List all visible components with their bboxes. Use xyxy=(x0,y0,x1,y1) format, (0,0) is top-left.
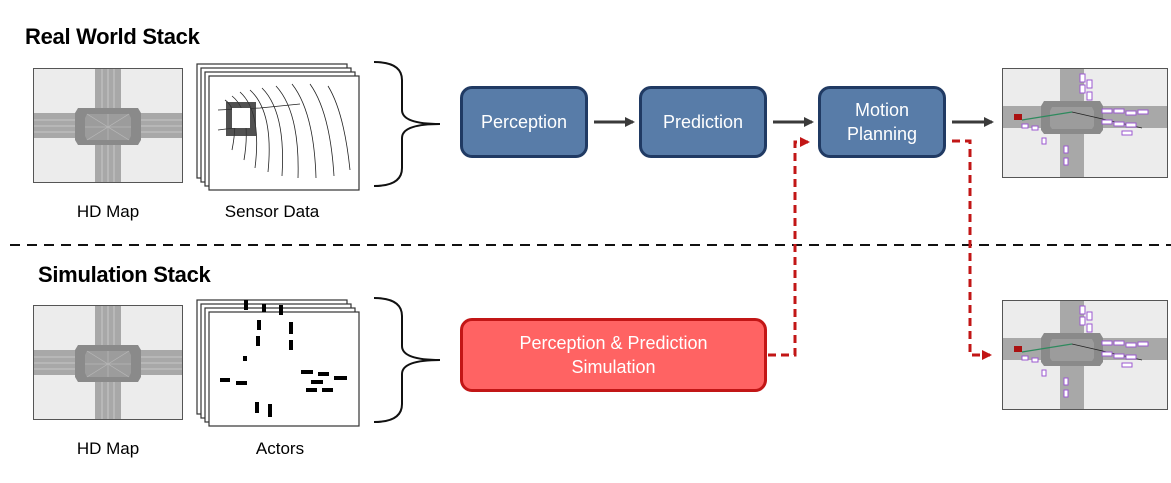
real-world-stack-title: Real World Stack xyxy=(25,24,200,49)
actors-caption: Actors xyxy=(255,439,305,458)
real-output-map-image xyxy=(1002,68,1168,178)
real-hd-map-image xyxy=(33,68,183,183)
prediction-module: Prediction xyxy=(639,86,767,158)
sim-hd-map-image xyxy=(33,305,183,420)
motion-planning-label-line1: Motion xyxy=(854,100,910,120)
actors-stack xyxy=(196,299,360,427)
pnp-simulation-label-line2: Simulation xyxy=(571,357,656,377)
real-hd-map-caption: HD Map xyxy=(76,202,140,221)
pnp-simulation-module: Perception & Prediction Simulation xyxy=(460,318,767,392)
dashed-arrow-sim-to-planning xyxy=(768,137,810,357)
sim-output-map-image xyxy=(1002,300,1168,410)
sensor-data-caption: Sensor Data xyxy=(224,202,320,221)
sensor-data-stack xyxy=(196,63,360,191)
motion-planning-label-line2: Planning xyxy=(846,124,918,144)
motion-planning-module: Motion Planning xyxy=(818,86,946,158)
perception-module: Perception xyxy=(460,86,588,158)
dashed-arrow-planning-to-output xyxy=(952,139,992,360)
simulation-brace xyxy=(373,297,441,423)
simulation-stack-title: Simulation Stack xyxy=(38,262,211,287)
pnp-simulation-label-line1: Perception & Prediction xyxy=(519,333,708,353)
sim-hd-map-caption: HD Map xyxy=(76,439,140,458)
perception-label: Perception xyxy=(480,112,568,132)
prediction-label: Prediction xyxy=(662,112,744,132)
real-world-brace xyxy=(373,61,441,187)
